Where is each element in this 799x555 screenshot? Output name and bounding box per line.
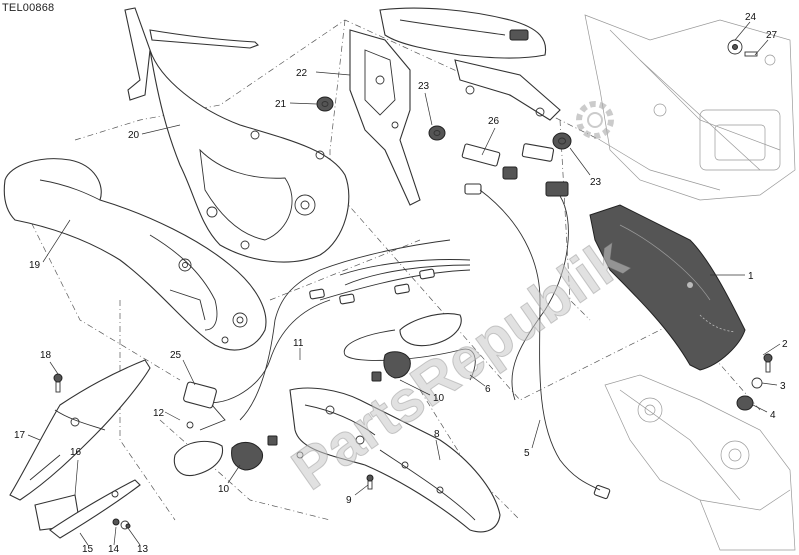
callout-1: 1	[748, 271, 754, 282]
callout-5: 5	[524, 448, 530, 459]
plate-holder-mount	[289, 387, 501, 533]
callout-8: 8	[434, 429, 440, 440]
watermark-logo	[576, 101, 614, 139]
callout-2: 2	[782, 339, 788, 350]
rear-frame-ghost-top	[584, 14, 796, 201]
callout-14: 14	[108, 544, 120, 555]
callout-10-right: 10	[433, 393, 445, 404]
callout-9: 9	[346, 495, 352, 506]
side-cover-panel	[589, 204, 746, 371]
rubber-grommets	[316, 96, 572, 150]
callout-10-left: 10	[218, 484, 230, 495]
license-plate-lamp	[183, 381, 226, 431]
callout-23-right: 23	[590, 177, 602, 188]
turn-indicator-left	[173, 435, 278, 477]
callout-6: 6	[485, 384, 491, 395]
tail-lower-bracket	[3, 158, 267, 351]
callout-23-upper: 23	[418, 81, 430, 92]
callout-13: 13	[137, 544, 149, 555]
callout-18: 18	[40, 350, 52, 361]
callout-15: 15	[82, 544, 94, 555]
reflector-bracket	[34, 479, 141, 539]
license-plate-support	[9, 359, 151, 501]
callout-22: 22	[296, 68, 308, 79]
callout-3: 3	[780, 381, 786, 392]
wiring-connectors	[461, 143, 611, 500]
upper-frame-section	[379, 7, 561, 121]
callout-11: 11	[293, 338, 304, 349]
callout-17: 17	[14, 430, 26, 441]
leader-lines	[27, 21, 781, 546]
diagram-code: TEL00868	[2, 2, 55, 14]
callout-27: 27	[766, 30, 778, 41]
turn-indicator-right	[371, 313, 462, 382]
vertical-support-bracket	[349, 29, 421, 206]
callout-12: 12	[153, 408, 165, 419]
callout-21: 21	[275, 99, 287, 110]
callout-25: 25	[170, 350, 182, 361]
tail-upper-bracket	[124, 7, 350, 263]
callout-19: 19	[29, 260, 41, 271]
callout-26: 26	[488, 116, 500, 127]
callout-20: 20	[128, 130, 140, 141]
callout-16: 16	[70, 447, 82, 458]
callout-labels: 1 2 3 4 5 6 27 8 9 10 10 11 12 13 14 15 …	[14, 12, 788, 555]
rear-frame-ghost-bottom	[604, 374, 796, 551]
callout-4: 4	[770, 410, 776, 421]
wiring-harness	[199, 189, 601, 491]
callout-24: 24	[745, 12, 757, 23]
